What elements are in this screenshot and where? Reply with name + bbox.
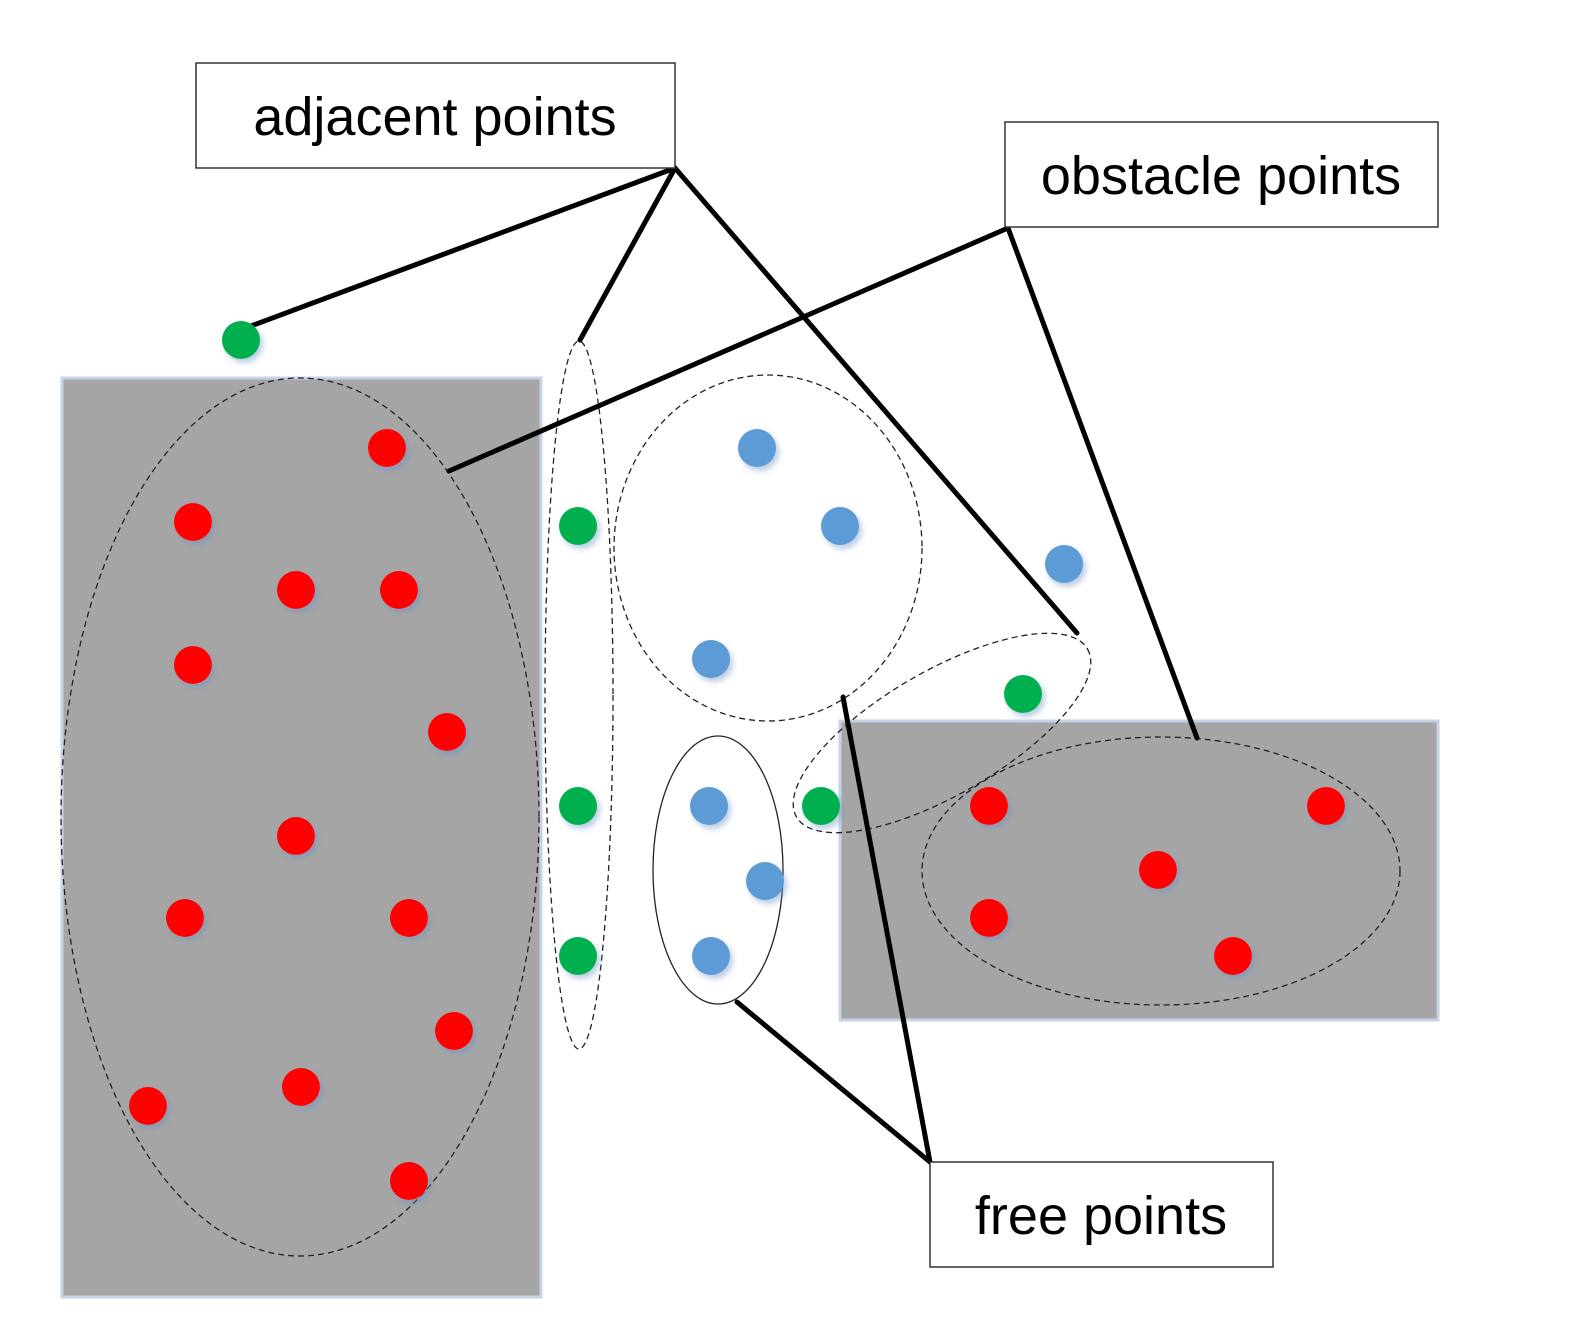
obstacle-leader-1 xyxy=(446,225,1011,474)
free-points-label-text: free points xyxy=(975,1186,1227,1246)
adjacent-leader-2 xyxy=(577,165,678,343)
obstacle-points-label: obstacle points xyxy=(1004,121,1439,228)
free-point-2 xyxy=(821,507,859,545)
free-point-5 xyxy=(690,787,728,825)
obstacle-leader-2 xyxy=(1005,225,1200,741)
adjacent-point-3 xyxy=(559,787,597,825)
free-group-lower-outline xyxy=(652,735,784,1005)
obstacle-point-2 xyxy=(174,503,212,541)
obstacle-point-6 xyxy=(428,713,466,751)
adjacent-leader-3 xyxy=(672,165,1080,636)
free-point-4 xyxy=(692,640,730,678)
adjacent-group-vertical-outline xyxy=(544,340,614,1050)
adjacent-group-diagonal-outline xyxy=(792,632,1092,834)
free-point-7 xyxy=(692,937,730,975)
free-points-label-box xyxy=(929,1161,1274,1268)
obstacle-point-4 xyxy=(380,571,418,609)
adjacent-point-2 xyxy=(559,507,597,545)
obstacle-point-5 xyxy=(174,646,212,684)
obstacle-point-13 xyxy=(390,1162,428,1200)
obstacle-points-label-box xyxy=(1004,121,1439,228)
obstacle-point-10 xyxy=(435,1012,473,1050)
adjacent-points-label: adjacent points xyxy=(195,62,676,169)
obstacle-point-16 xyxy=(1139,851,1177,889)
obstacle-point-7 xyxy=(277,817,315,855)
obstacle-point-8 xyxy=(166,899,204,937)
obstacle-region-right xyxy=(838,719,1440,1022)
obstacle-point-17 xyxy=(970,899,1008,937)
obstacle-group-left-outline xyxy=(60,377,540,1257)
free-points-label: free points xyxy=(929,1161,1274,1268)
adjacent-points-label-box xyxy=(195,62,676,169)
free-leader-1 xyxy=(734,999,933,1165)
free-point-1 xyxy=(738,429,776,467)
adjacent-point-4 xyxy=(559,937,597,975)
obstacle-point-14 xyxy=(970,787,1008,825)
obstacle-point-3 xyxy=(277,571,315,609)
adjacent-leader-1 xyxy=(248,165,678,329)
adjacent-point-6 xyxy=(1004,675,1042,713)
free-point-3 xyxy=(1045,545,1083,583)
adjacent-point-1 xyxy=(222,321,260,359)
obstacle-points-label-text: obstacle points xyxy=(1041,146,1401,206)
obstacle-point-1 xyxy=(368,429,406,467)
free-point-6 xyxy=(746,862,784,900)
obstacle-point-12 xyxy=(282,1068,320,1106)
obstacle-point-18 xyxy=(1214,937,1252,975)
obstacle-point-11 xyxy=(129,1087,167,1125)
adjacent-points-label-text: adjacent points xyxy=(253,87,616,147)
obstacle-group-right-outline xyxy=(921,736,1401,1006)
free-leader-2 xyxy=(840,694,933,1165)
adjacent-point-5 xyxy=(802,787,840,825)
free-group-upper-outline xyxy=(613,374,923,722)
obstacle-point-9 xyxy=(390,899,428,937)
points-layer xyxy=(129,321,1345,1200)
obstacle-point-15 xyxy=(1307,787,1345,825)
